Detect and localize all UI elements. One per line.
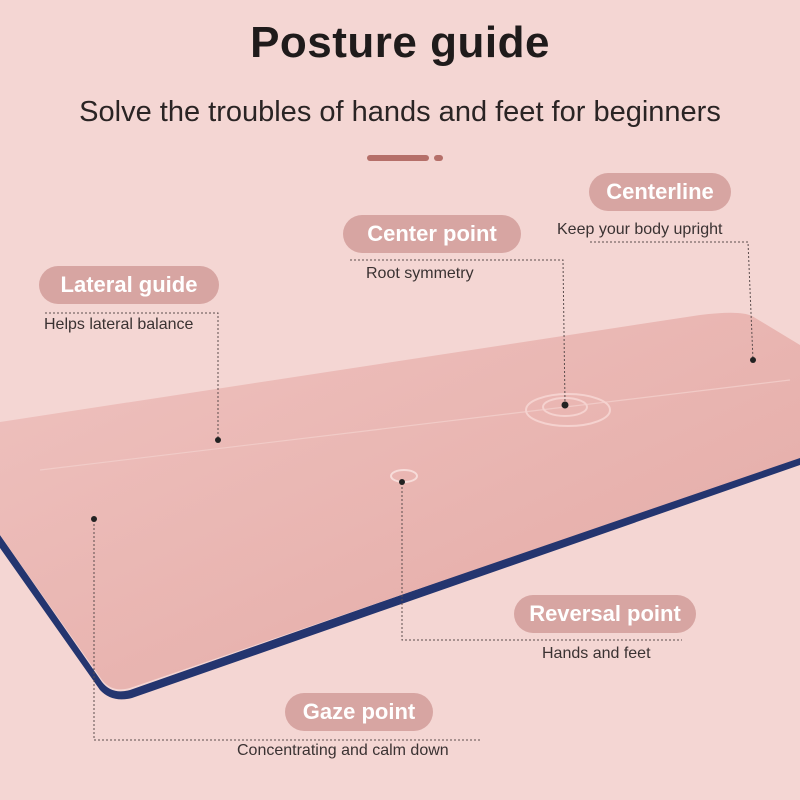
callout-label-reversal-point: Reversal point <box>514 595 696 633</box>
callout-desc-gaze-point: Concentrating and calm down <box>237 742 449 759</box>
gaze-point-leader <box>93 520 480 741</box>
callout-desc-centerline: Keep your body upright <box>557 221 723 238</box>
reversal-point-dot <box>399 479 405 485</box>
mat-surface <box>0 312 800 690</box>
centerline-leader <box>590 241 754 361</box>
reversal-point-leader <box>401 483 682 641</box>
center-point-leader <box>350 259 566 405</box>
lateral-guide-leader <box>45 312 219 440</box>
callout-label-lateral-guide: Lateral guide <box>39 266 219 304</box>
center-point-marking <box>525 393 611 427</box>
lateral-guide-dot <box>215 437 221 443</box>
title-divider-dot <box>434 155 443 161</box>
centerline-dot <box>750 357 756 363</box>
callout-label-center-point: Center point <box>343 215 521 253</box>
callout-label-centerline: Centerline <box>589 173 731 211</box>
title-divider <box>367 155 429 161</box>
callout-desc-reversal-point: Hands and feet <box>542 645 651 662</box>
mat-centerline <box>39 379 791 471</box>
callout-label-gaze-point: Gaze point <box>285 693 433 731</box>
callout-desc-lateral-guide: Helps lateral balance <box>44 316 194 333</box>
page-title: Posture guide <box>250 18 550 67</box>
gaze-point-dot <box>91 516 97 522</box>
center-point-dot <box>561 401 569 409</box>
callout-desc-center-point: Root symmetry <box>366 265 474 282</box>
page-subtitle: Solve the troubles of hands and feet for… <box>79 96 721 128</box>
